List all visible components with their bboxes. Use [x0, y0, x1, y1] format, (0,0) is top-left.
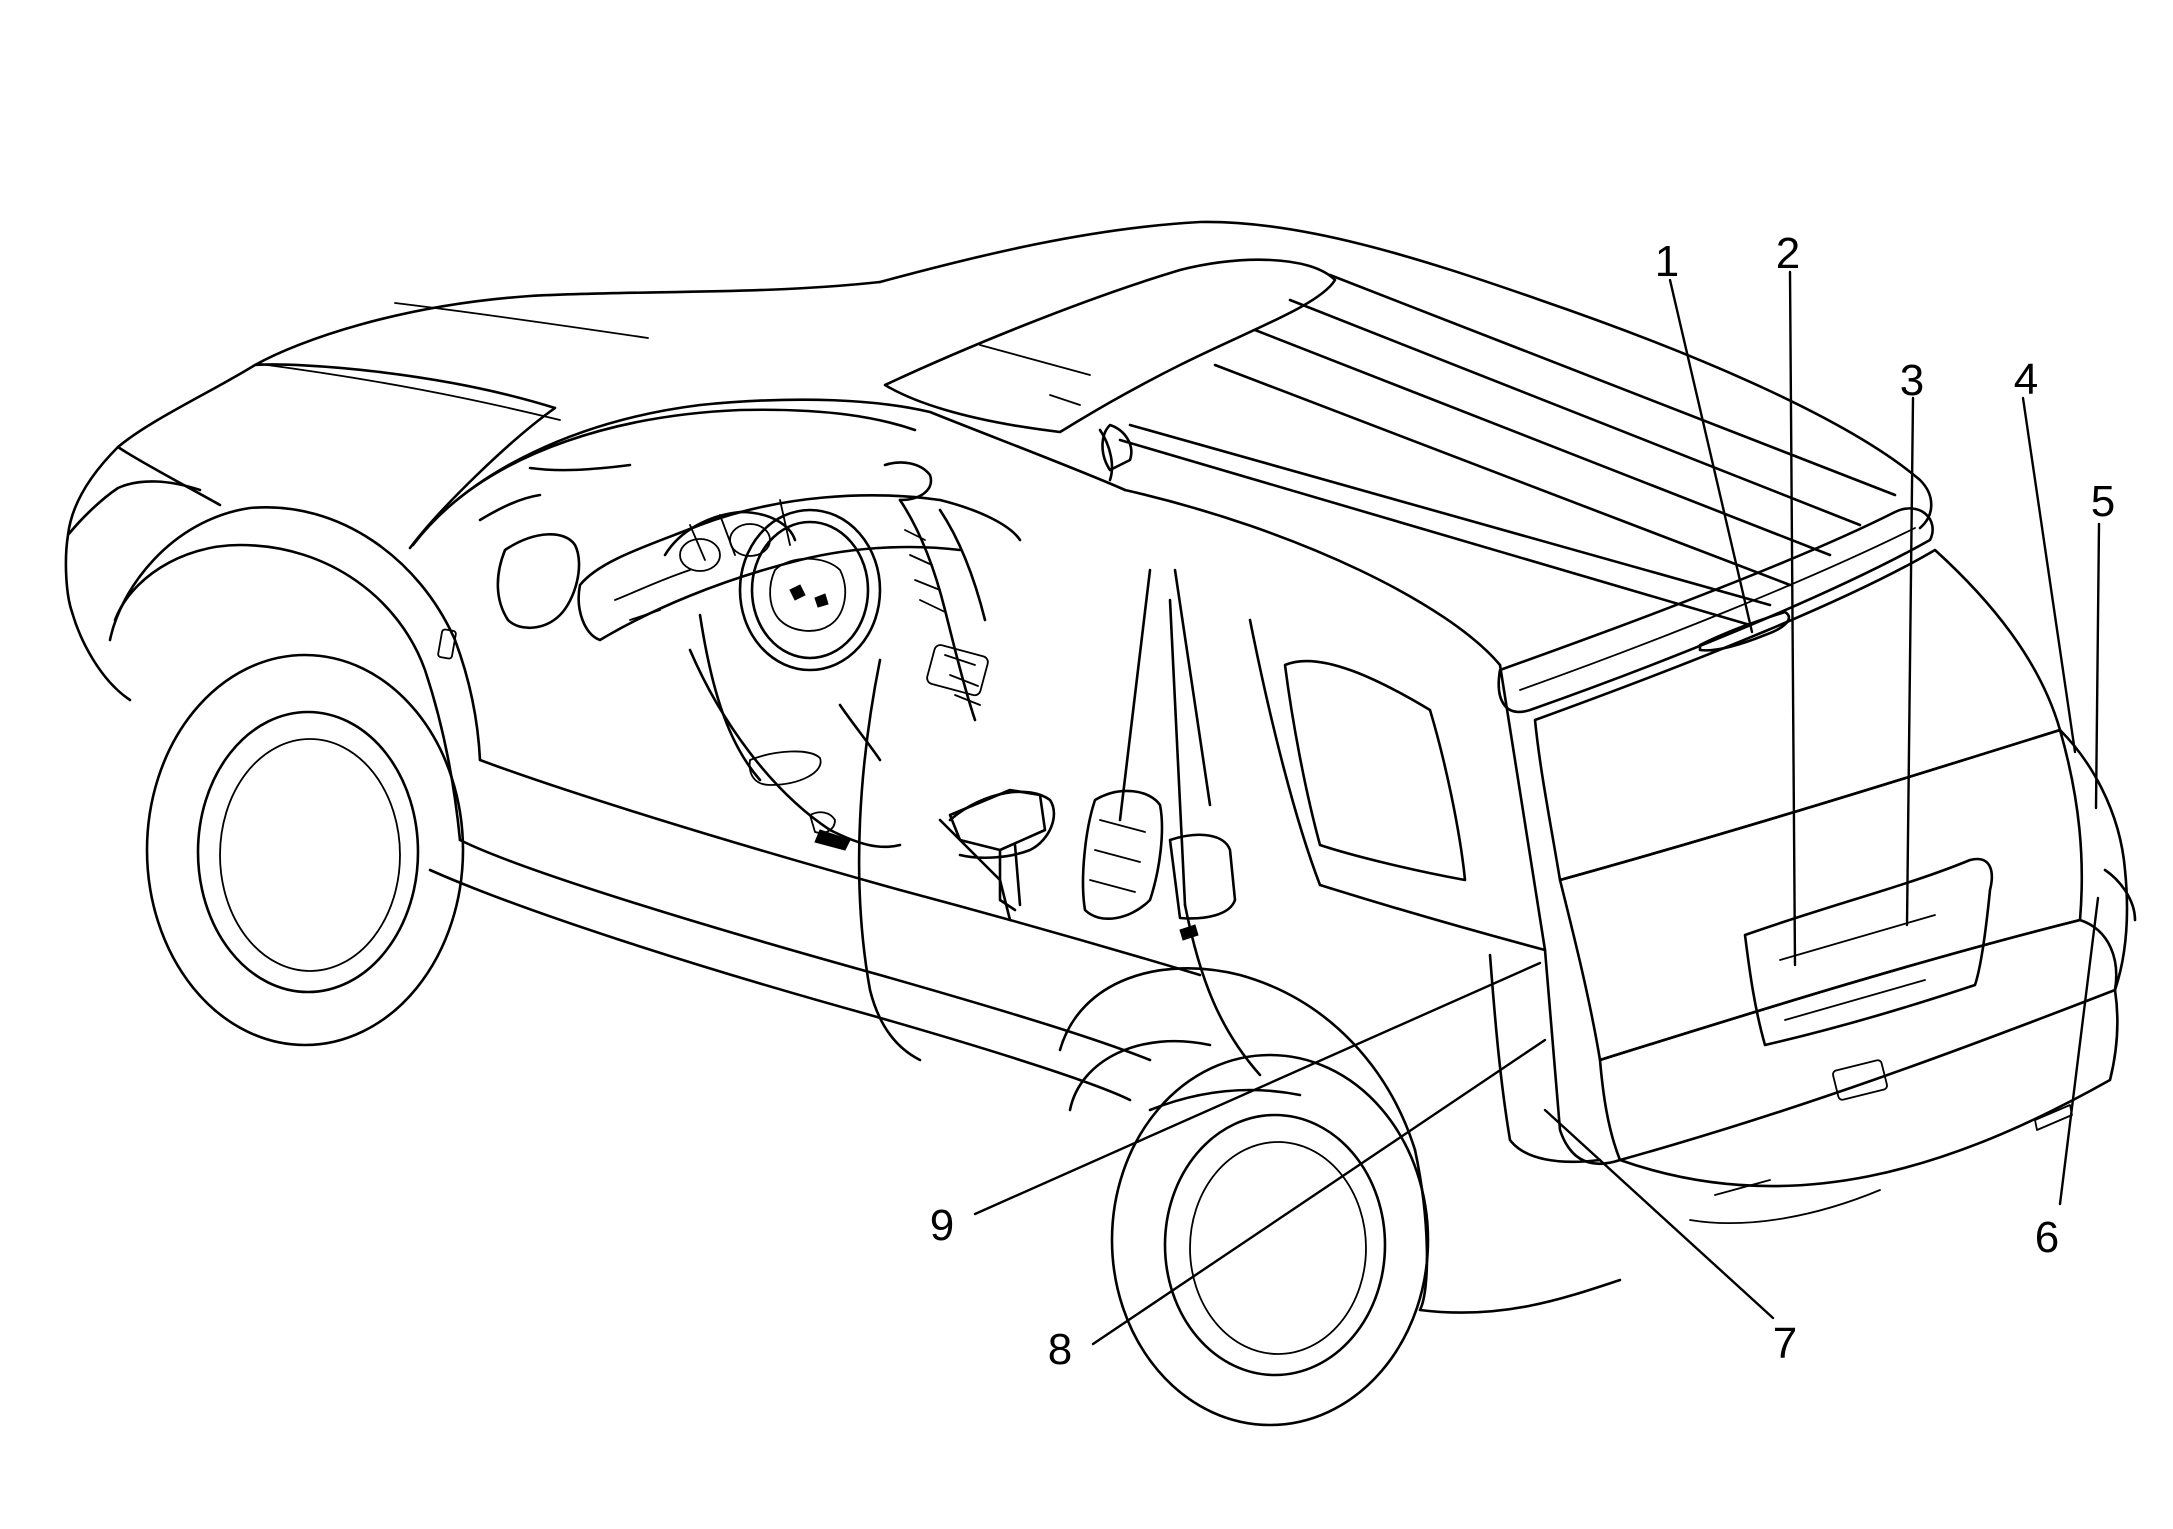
front-side-marker — [437, 628, 457, 660]
seat-control-box — [1168, 833, 1237, 920]
license-plate-pocket — [1743, 857, 1994, 1047]
front-fender-flare — [108, 505, 482, 762]
side-mirror — [496, 533, 581, 629]
leader-line-5 — [2094, 522, 2101, 810]
rear-bumper — [1598, 918, 2119, 1188]
steering-wheel — [738, 508, 882, 672]
callout-8: 8 — [1048, 1325, 1072, 1374]
leader-line-9 — [973, 961, 1542, 1216]
front-door-outline — [698, 598, 1187, 1062]
leader-line-4 — [2021, 396, 2077, 754]
callout-labels: 1 2 3 4 5 6 7 8 9 — [930, 229, 2115, 1374]
hood-outline — [116, 280, 882, 550]
rear-emblem — [1832, 1059, 1888, 1101]
callout-4: 4 — [2014, 355, 2038, 404]
front-tire — [145, 653, 465, 1047]
rearview-mirror — [1101, 423, 1133, 472]
instrument-panel — [577, 494, 1022, 642]
callout-5: 5 — [2091, 477, 2115, 526]
center-console — [898, 498, 987, 722]
sunroof-panel — [883, 258, 1337, 434]
callout-9: 9 — [930, 1201, 954, 1250]
rear-quarter-panel — [1488, 663, 1622, 1165]
hvac-controls — [926, 644, 989, 697]
leader-line-7 — [1543, 1108, 1775, 1320]
rear-wheel-arch — [1058, 967, 1417, 1152]
rear-door-outline — [1183, 618, 1547, 1077]
leader-line-3 — [1905, 396, 1915, 927]
callout-leader-lines — [973, 270, 2101, 1346]
callout-6: 6 — [2035, 1213, 2059, 1262]
steering-wheel-airbag-module — [769, 557, 847, 632]
leader-line-8 — [1091, 1038, 1547, 1346]
leader-line-6 — [2058, 896, 2100, 1206]
gauge-cluster — [663, 510, 797, 557]
rear-spoiler — [1497, 507, 1934, 714]
rear-corner-taillamp — [2058, 728, 2137, 992]
front-door-handle — [748, 750, 822, 786]
roof-rail-lines — [1118, 273, 1897, 627]
body-side-lower — [458, 758, 1202, 1062]
rear-quarter-window — [1283, 659, 1467, 882]
door-trim-panel — [688, 648, 902, 849]
front-fascia — [64, 445, 202, 702]
windshield-frame — [411, 398, 1127, 547]
front-wheel-arch — [113, 543, 462, 842]
callout-1: 1 — [1655, 237, 1679, 286]
callout-7: 7 — [1773, 1319, 1797, 1368]
leader-line-1 — [1668, 278, 1754, 634]
rear-tire — [1110, 1053, 1430, 1427]
rear-seat-area — [1081, 789, 1164, 920]
high-mount-stop-lamp — [1698, 610, 1791, 652]
interior-cutaway — [577, 423, 1237, 941]
door-speaker — [809, 811, 836, 834]
rocker-panel — [428, 868, 1132, 1102]
callout-3: 3 — [1900, 356, 1924, 405]
floor-bracket — [948, 788, 1047, 912]
leader-line-2 — [1788, 270, 1797, 967]
rear-window — [1533, 548, 2062, 882]
vehicle-body-drawing — [64, 220, 2137, 1427]
callout-2: 2 — [1776, 229, 1800, 278]
roof-outline — [878, 220, 1933, 667]
